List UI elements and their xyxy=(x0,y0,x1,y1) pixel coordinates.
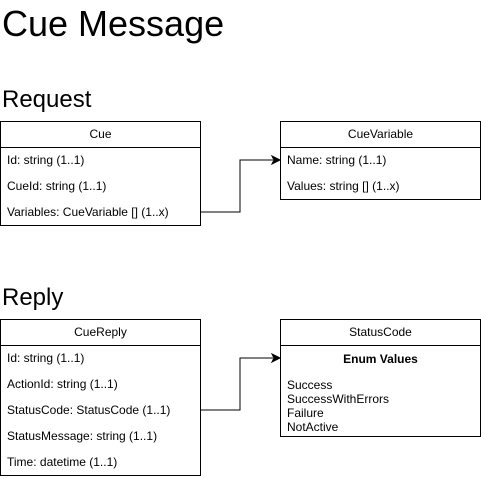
cuereply-field-statuscode: StatusCode: StatusCode (1..1) xyxy=(7,403,171,417)
statuscode-enum-header: StatusCode xyxy=(281,320,480,346)
connector-line xyxy=(201,159,273,213)
statuscode-enum-value-failure: Failure xyxy=(287,406,324,420)
cuevariable-class-box[interactable]: CueVariable Name: string (1..1) Values: … xyxy=(280,121,481,200)
cuereply-field-time: Time: datetime (1..1) xyxy=(7,455,118,469)
cuereply-class-header: CueReply xyxy=(1,320,200,346)
page-title: Cue Message xyxy=(2,3,225,44)
connector-statuscode-to-statuscode-enum xyxy=(201,352,282,411)
cuereply-field-id: Id: string (1..1) xyxy=(7,351,85,365)
arrowhead-icon xyxy=(270,154,282,166)
cuevariable-class-header: CueVariable xyxy=(281,122,480,148)
statuscode-enum-value-success: Success xyxy=(287,378,333,392)
cue-field-variables: Variables: CueVariable [] (1..x) xyxy=(7,205,169,219)
statuscode-enum-box[interactable]: StatusCode Enum Values Success SuccessWi… xyxy=(280,319,481,437)
cue-class-header: Cue xyxy=(1,122,200,148)
arrowhead-icon xyxy=(270,352,282,364)
cuereply-field-actionid: ActionId: string (1..1) xyxy=(7,377,118,391)
section-title-request: Request xyxy=(2,86,92,113)
statuscode-enum-title: Enum Values xyxy=(343,352,418,366)
cue-class-box[interactable]: Cue Id: string (1..1) CueId: string (1..… xyxy=(0,121,201,226)
connector-line xyxy=(201,357,273,411)
cuereply-class-box[interactable]: CueReply Id: string (1..1) ActionId: str… xyxy=(0,319,201,476)
statuscode-enum-value-successwitherrors: SuccessWithErrors xyxy=(287,392,390,406)
connector-variables-to-cuevariable xyxy=(201,154,282,213)
cuevariable-field-name: Name: string (1..1) xyxy=(287,153,387,167)
statuscode-enum-value-notactive: NotActive xyxy=(287,420,339,434)
cue-field-cueid: CueId: string (1..1) xyxy=(7,179,107,193)
cuereply-field-statusmessage: StatusMessage: string (1..1) xyxy=(7,429,158,443)
cue-field-id: Id: string (1..1) xyxy=(7,153,85,167)
cuevariable-field-values: Values: string [] (1..x) xyxy=(287,179,400,193)
section-title-reply: Reply xyxy=(2,284,64,311)
